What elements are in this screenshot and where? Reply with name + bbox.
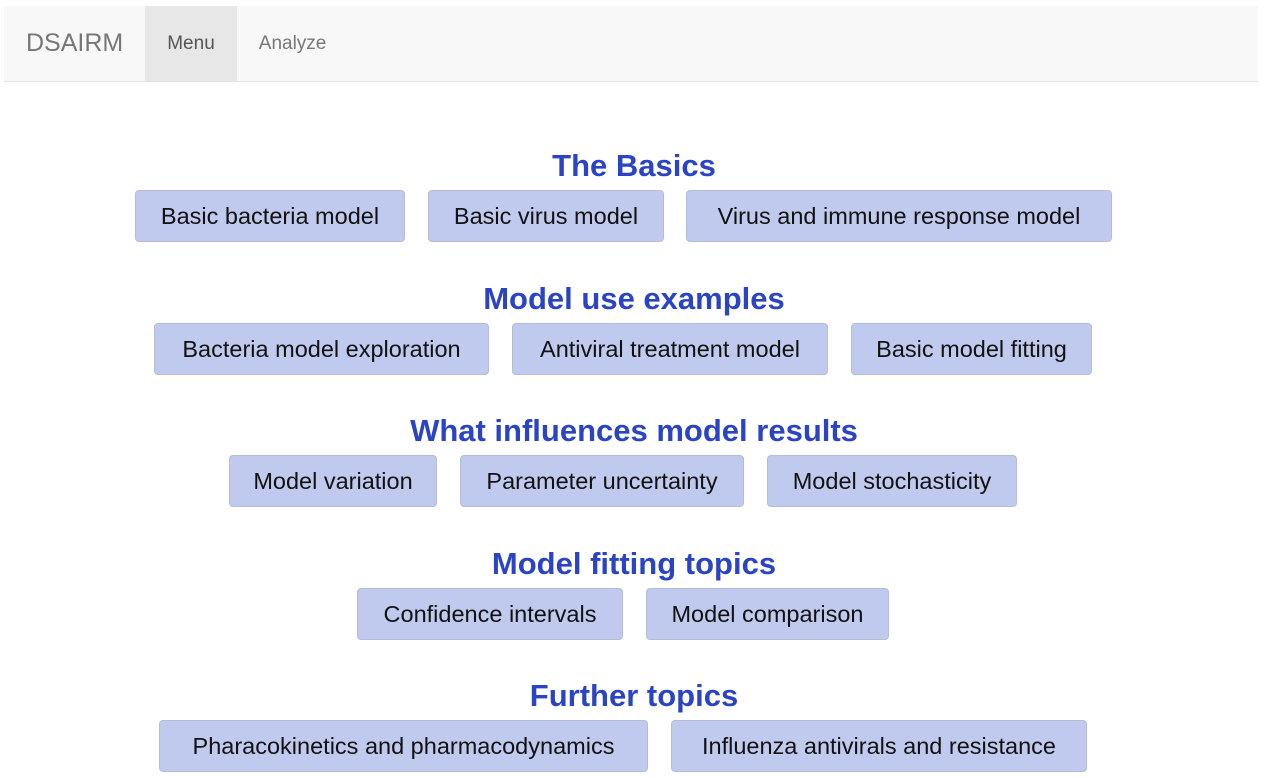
virus-immune-response-model-button[interactable]: Virus and immune response model xyxy=(686,190,1112,242)
basic-virus-model-button[interactable]: Basic virus model xyxy=(428,190,664,242)
model-variation-button[interactable]: Model variation xyxy=(229,455,437,507)
top-navbar: DSAIRM Menu Analyze xyxy=(4,6,1258,82)
button-row-model-use-examples: Bacteria model exploration Antiviral tre… xyxy=(0,323,1268,379)
button-row-what-influences: Model variation Parameter uncertainty Mo… xyxy=(0,455,1268,511)
section-title-what-influences: What influences model results xyxy=(410,413,858,448)
button-row-further-topics: Pharacokinetics and pharmacodynamics Inf… xyxy=(0,720,1268,776)
button-row-basics: Basic bacteria model Basic virus model V… xyxy=(0,190,1268,246)
section-title-model-use-examples: Model use examples xyxy=(483,281,785,316)
model-stochasticity-button[interactable]: Model stochasticity xyxy=(767,455,1017,507)
button-row-model-fitting-topics: Confidence intervals Model comparison xyxy=(0,588,1268,644)
brand-title[interactable]: DSAIRM xyxy=(26,29,124,57)
parameter-uncertainty-button[interactable]: Parameter uncertainty xyxy=(460,455,744,507)
basic-bacteria-model-button[interactable]: Basic bacteria model xyxy=(135,190,405,242)
tab-menu[interactable]: Menu xyxy=(145,6,237,81)
basic-model-fitting-button[interactable]: Basic model fitting xyxy=(851,323,1092,375)
influenza-antivirals-resistance-button[interactable]: Influenza antivirals and resistance xyxy=(671,720,1087,772)
bacteria-model-exploration-button[interactable]: Bacteria model exploration xyxy=(154,323,489,375)
confidence-intervals-button[interactable]: Confidence intervals xyxy=(357,588,623,640)
antiviral-treatment-model-button[interactable]: Antiviral treatment model xyxy=(512,323,828,375)
model-comparison-button[interactable]: Model comparison xyxy=(646,588,889,640)
section-title-basics: The Basics xyxy=(552,148,716,183)
pharmacokinetics-pharmacodynamics-button[interactable]: Pharacokinetics and pharmacodynamics xyxy=(159,720,648,772)
section-title-model-fitting-topics: Model fitting topics xyxy=(491,546,777,581)
section-title-further-topics: Further topics xyxy=(529,678,739,713)
tab-analyze[interactable]: Analyze xyxy=(258,32,327,54)
